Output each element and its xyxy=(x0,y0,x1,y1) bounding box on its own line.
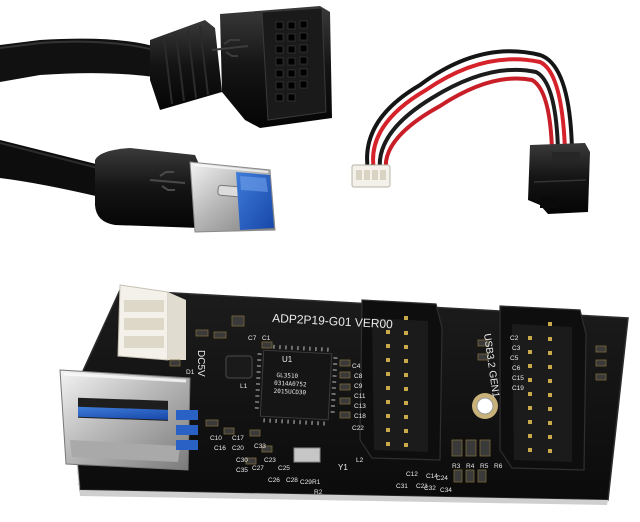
power-header-4pin xyxy=(117,284,186,361)
designator-label: C29 xyxy=(300,479,312,486)
designator-label: C18 xyxy=(354,413,366,420)
designator-label: C8 xyxy=(354,373,363,380)
designator-label: C1 xyxy=(262,335,271,342)
designator-label: C10 xyxy=(210,435,222,442)
power-inductor xyxy=(225,355,253,379)
designator-label: C11 xyxy=(354,393,366,400)
sata-power-connector xyxy=(528,143,590,214)
chip-marking-line-3: 2015UCD30 xyxy=(273,388,306,397)
designator-label: L1 xyxy=(240,383,248,390)
designator-label: C26 xyxy=(268,477,280,484)
designator-label: C33 xyxy=(254,443,266,450)
usb-a-female-port xyxy=(59,369,198,471)
designator-label: C27 xyxy=(252,465,264,472)
designator-label: C6 xyxy=(512,365,521,372)
designator-label: C23 xyxy=(264,457,276,464)
controller-ic: GL3510 0314A0752 2015UCD30 xyxy=(254,344,338,426)
designator-label: C28 xyxy=(286,477,298,484)
designator-label: C16 xyxy=(214,445,226,452)
designator-label: C20 xyxy=(232,445,244,452)
19pin-header-connector xyxy=(150,6,332,128)
designator-label: R2 xyxy=(314,489,323,496)
wire-black-2 xyxy=(377,67,560,172)
wire-red-2 xyxy=(383,76,554,172)
mounting-hole xyxy=(472,393,498,419)
designator-label: C13 xyxy=(354,403,366,410)
chip-marking-line-2: 0314A0752 xyxy=(274,380,307,389)
designator-label: C5 xyxy=(510,355,519,362)
4pin-small-connector xyxy=(351,164,391,188)
usb3-type-a-plug xyxy=(95,148,276,233)
usb-logo-icon xyxy=(211,39,249,57)
box-header-19pin-left xyxy=(359,299,443,461)
designator-label: R1 xyxy=(312,479,321,486)
designator-label: C3 xyxy=(512,345,521,352)
designator-label: C15 xyxy=(512,375,524,382)
sata-power-cable xyxy=(351,49,590,214)
designator-label: C2 xyxy=(510,335,519,342)
designator-label: D1 xyxy=(186,369,195,376)
designator-label: L2 xyxy=(356,457,364,464)
designator-label: C12 xyxy=(406,471,418,478)
pcb-adapter-board: GL3510 0314A0752 2015UCD30 xyxy=(59,284,629,505)
designator-label: C24 xyxy=(436,475,448,482)
wire-red-1 xyxy=(371,57,567,172)
designator-label: C21 xyxy=(416,483,428,490)
designator-label: C32 xyxy=(424,485,436,492)
power-input-label: DC5V xyxy=(195,350,206,377)
crystal-oscillator xyxy=(293,447,321,463)
smd-components xyxy=(169,315,607,483)
wire-black-1 xyxy=(365,49,574,172)
designator-label: C7 xyxy=(248,335,257,342)
designator-label: C14 xyxy=(426,473,438,480)
designator-label: R4 xyxy=(466,463,475,470)
usb3-header-cable xyxy=(0,6,332,233)
flat-cable-lower xyxy=(0,140,100,197)
designator-label: C9 xyxy=(354,383,363,390)
designator-label: R5 xyxy=(480,463,489,470)
designator-label: C31 xyxy=(396,483,408,490)
designator-label: R6 xyxy=(494,463,503,470)
designator-label: C25 xyxy=(278,465,290,472)
board-model-label: ADP2P19-G01 VER00 xyxy=(272,311,394,331)
crystal-designator-label: Y1 xyxy=(338,463,348,472)
ic-designator-label: U1 xyxy=(282,355,293,364)
flat-cable-upper xyxy=(0,38,160,82)
designator-label: C19 xyxy=(512,385,524,392)
box-header-19pin-right xyxy=(499,305,587,471)
designator-label: C17 xyxy=(232,435,244,442)
designator-label: C22 xyxy=(352,425,364,432)
designator-label: C30 xyxy=(236,457,248,464)
designator-labels: C1 C2 C3 C4 C5 C6 C7 C8 C9 C10 C11 C12 C… xyxy=(186,335,524,496)
chip-marking-line-1: GL3510 xyxy=(276,372,298,380)
designator-label: C4 xyxy=(352,363,361,370)
designator-label: C34 xyxy=(440,487,452,494)
usb-trident-icon xyxy=(149,171,186,191)
designator-label: C35 xyxy=(236,467,248,474)
designator-label: R3 xyxy=(452,463,461,470)
